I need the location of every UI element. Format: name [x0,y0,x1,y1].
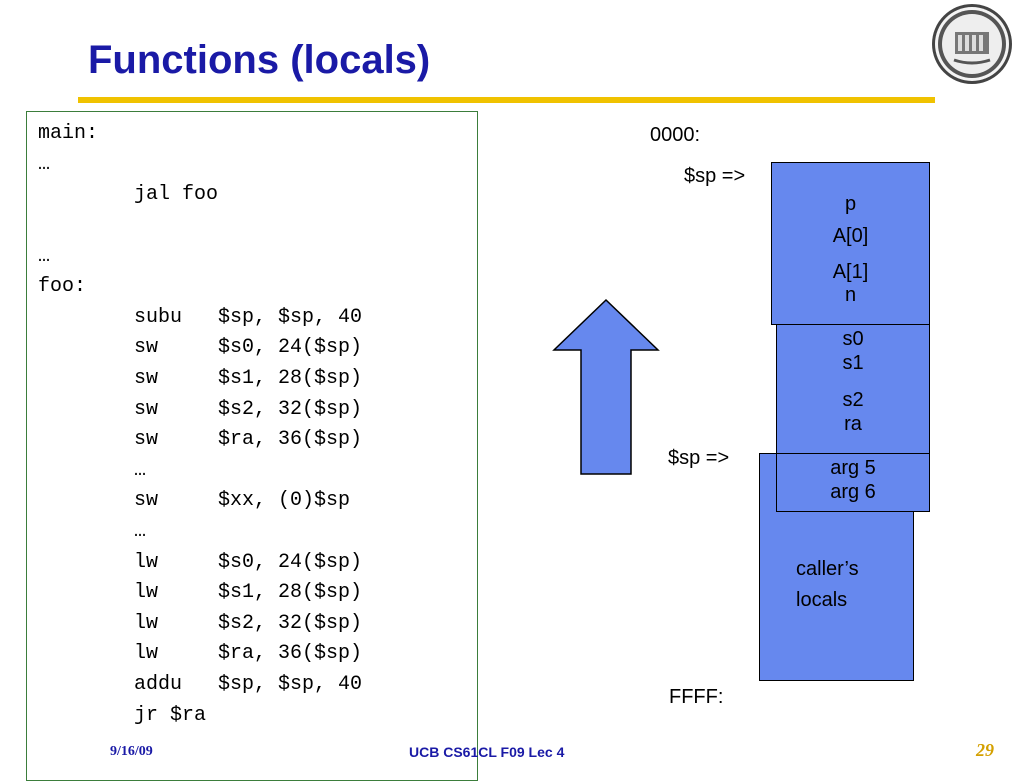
saved-registers-block: s0 s1 s2 ra [776,324,930,454]
stack-pointer-label: $sp => [684,165,746,187]
stack-cell-label: arg 6 [830,481,876,503]
code-line: subu $sp, $sp, 40 [38,306,363,329]
page-number: 29 [976,740,994,760]
stack-cell-label: p [844,193,857,215]
locals-block: p A[0] A[1] n [771,162,930,325]
code-line: … [38,245,51,268]
code-line: jr $ra [38,704,207,727]
stack-cell-label: s2 [842,389,864,411]
code-line: lw $s2, 32($sp) [38,612,363,635]
code-line: jal foo [38,183,219,206]
slide-title: Functions (locals) [88,38,431,82]
stack-cell-label: n [844,284,857,306]
outgoing-args-block: arg 5 arg 6 [776,453,930,512]
stack-cell-label: A[1] [832,261,869,283]
code-line: … [38,520,147,543]
code-line: lw $ra, 36($sp) [38,642,363,665]
code-line: … [38,153,51,176]
code-line: lw $s0, 24($sp) [38,551,363,574]
code-line: … [38,459,147,482]
code-line: sw $s0, 24($sp) [38,336,363,359]
caller-locals-line: locals [796,589,848,611]
stack-cell-label: A[0] [832,225,869,247]
code-line: foo: [38,275,87,298]
code-line: sw $s2, 32($sp) [38,398,363,421]
code-line: sw $ra, 36($sp) [38,428,363,451]
address-bottom-label: FFFF: [669,686,724,708]
stack-cell-label: arg 5 [830,457,876,479]
code-line: sw $xx, (0)$sp [38,489,351,512]
footer-date: 9/16/09 [110,744,153,759]
up-arrow-icon [552,298,660,475]
code-line: lw $s1, 28($sp) [38,581,363,604]
address-top-label: 0000: [650,124,701,146]
title-divider [78,97,935,103]
footer-course: UCB CS61CL F09 Lec 4 [409,744,565,760]
stack-cell-label: ra [844,413,862,435]
university-seal-icon [932,4,1012,84]
stack-cell-label: s1 [842,352,864,374]
code-line: sw $s1, 28($sp) [38,367,363,390]
code-line: addu $sp, $sp, 40 [38,673,363,696]
code-line: main: [38,122,99,145]
caller-locals-line: caller’s [796,558,859,580]
stack-pointer-label: $sp => [668,447,730,469]
code-listing: main: … jal foo … foo: subu $sp, $sp, 40… [26,111,478,781]
stack-cell-label: s0 [842,328,864,350]
